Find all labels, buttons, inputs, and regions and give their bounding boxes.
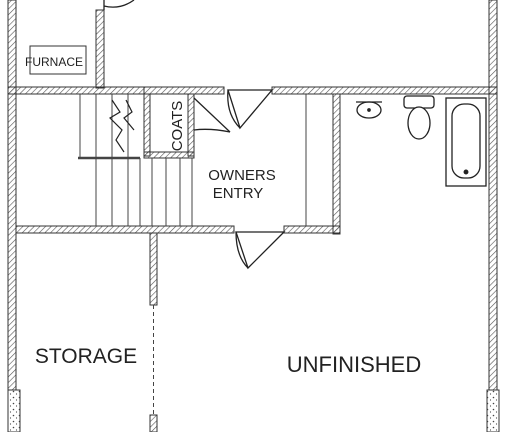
lower-cross-wall-right <box>283 225 341 234</box>
toilet-tank <box>403 95 435 109</box>
upper-cross-wall-mid <box>143 86 225 95</box>
entry-lower-door <box>235 231 286 270</box>
entry-bath-partition <box>332 93 341 235</box>
walls <box>7 0 498 432</box>
owners-entry-label-line1: OWNERS <box>208 167 276 184</box>
entry-upper-door-arc <box>227 89 241 129</box>
furnace-unit <box>29 45 87 75</box>
foundation-left <box>7 389 21 432</box>
entry-upper-door <box>227 89 274 130</box>
coats-label: COATS <box>169 101 186 152</box>
bath-fixtures <box>356 95 487 187</box>
top-door-swing <box>103 0 135 10</box>
owners-entry-label-line2: ENTRY <box>213 185 264 202</box>
storage-partition-wall-low <box>149 414 158 432</box>
doors <box>103 0 286 270</box>
right-exterior-wall <box>488 0 498 391</box>
entry-lower-door-arc <box>235 231 249 269</box>
unfinished-label: UNFINISHED <box>287 352 421 377</box>
foundation-right <box>486 389 500 432</box>
furnace-closet-wall <box>95 9 105 89</box>
toilet-bowl <box>407 106 431 140</box>
lower-cross-wall-left <box>15 225 235 234</box>
coats-closet-bottom-wall <box>143 151 195 159</box>
coats-closet-right-wall <box>187 93 195 157</box>
coats-door-arc <box>193 128 231 133</box>
stairs <box>78 94 307 226</box>
storage-partition-wall <box>149 232 158 306</box>
coats-closet-left-wall <box>143 93 151 157</box>
furnace-label: FURNACE <box>25 55 83 69</box>
left-exterior-wall <box>7 0 17 391</box>
upper-cross-wall-right <box>271 86 498 95</box>
coats-door <box>193 97 231 133</box>
storage-label: STORAGE <box>35 345 137 368</box>
upper-cross-wall-left <box>7 86 145 95</box>
